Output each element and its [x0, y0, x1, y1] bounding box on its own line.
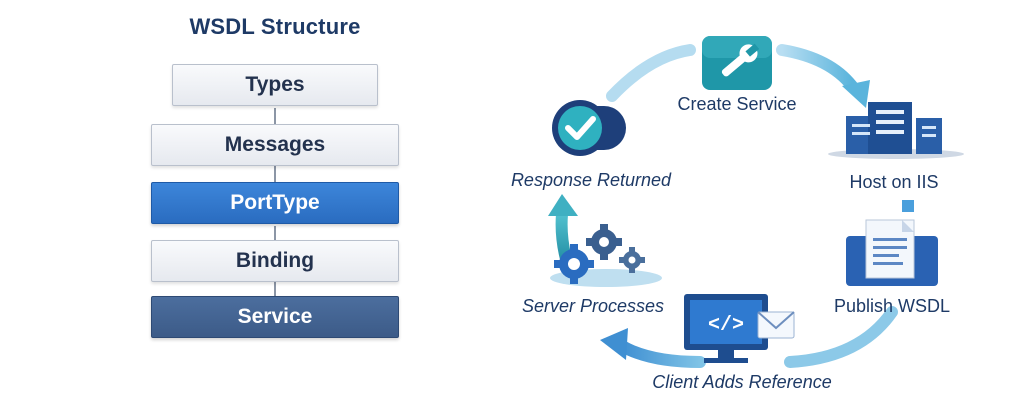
connector-square [902, 200, 914, 212]
step-response-label: Response Returned [510, 170, 672, 190]
arc-publish-to-client [784, 306, 898, 368]
layer-connector [274, 282, 276, 296]
server-rack-icon [828, 102, 964, 159]
arc-client-to-server [616, 340, 706, 368]
layer-connector [274, 226, 276, 240]
layer-messages: Messages [151, 124, 399, 166]
layer-binding: Binding [151, 240, 399, 282]
checkmark-badge-icon [552, 100, 626, 156]
layer-porttype: PortType [151, 182, 399, 224]
wsdl-title: WSDL Structure [189, 14, 361, 39]
arrowhead-response [548, 194, 578, 216]
step-publish-label: Publish WSDL [833, 296, 951, 316]
layer-connector [274, 108, 276, 124]
code-monitor-envelope-icon: </> [684, 294, 795, 363]
layer-service: Service [151, 296, 399, 338]
wrench-icon [702, 36, 772, 90]
document-monitor-icon [846, 219, 938, 286]
arrowhead-server [600, 328, 628, 360]
gears-icon [550, 224, 662, 287]
step-create-label: Create Service [677, 94, 797, 114]
arc-create-to-host [776, 44, 858, 92]
step-server-label: Server Processes [521, 296, 665, 316]
step-client-label: Client Adds Reference [652, 372, 832, 392]
svg-text:</>: </> [708, 314, 744, 337]
arc-response-to-create [606, 44, 696, 102]
step-host-label: Host on IIS [849, 172, 939, 192]
arrowhead-host [842, 80, 870, 108]
layer-types: Types [172, 64, 378, 106]
layer-connector [274, 166, 276, 182]
